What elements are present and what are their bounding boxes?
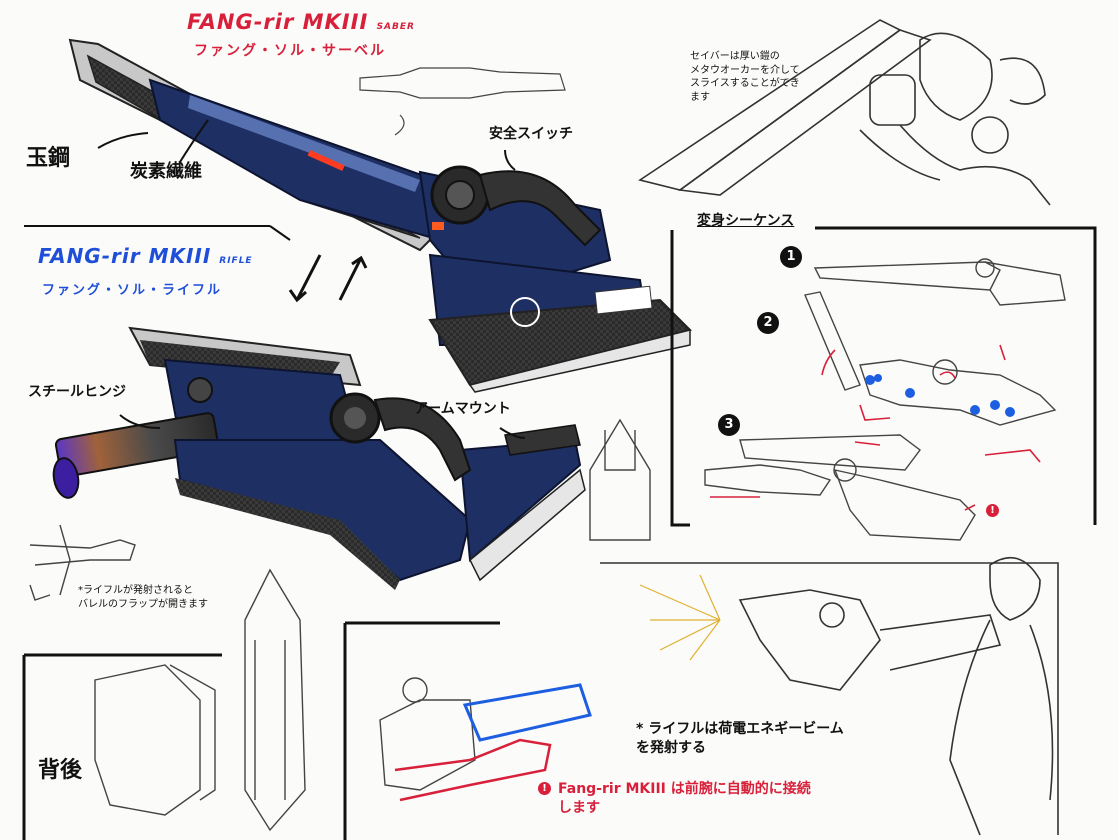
saber-subtitle: ファング・ソル・サーベル: [194, 43, 386, 59]
saber-title-tag: SABER: [376, 22, 415, 32]
rifle-front-sketch: [589, 418, 651, 541]
saber-render: [68, 38, 692, 393]
arm-connect-frame: [343, 621, 500, 840]
safety-switch-label: 安全スイッチ: [489, 126, 573, 142]
rifle-title-tag: RIFLE: [219, 256, 253, 266]
transform-warning-icon: !: [986, 504, 999, 517]
rifle-subtitle: ファング・ソル・ライフル: [42, 283, 223, 298]
label-arrows: [24, 119, 526, 439]
saber-note: セイバーは厚い鎧の メタウオーカーを介して スライスすることができ ます: [690, 51, 800, 103]
muzzle-flash: [639, 574, 721, 661]
tamahagane-label: 玉鋼: [26, 146, 71, 171]
step-2-badge: 2: [757, 312, 779, 334]
transform-frame: [670, 226, 1097, 527]
arm-connect-sketch: [379, 677, 476, 791]
back-view-label: 背後: [38, 758, 83, 783]
rifle-character-sketch: [600, 556, 1059, 836]
transform-sequence-title: 変身シーケンス: [697, 213, 795, 229]
auto-connect-note: Fang-rir MKIII は前腕に自動的に接続 します: [558, 781, 811, 816]
rifle-render: [52, 326, 586, 590]
steel-hinge-label: スチールヒンジ: [28, 384, 126, 400]
rifle-flap-note: *ライフルが発射されると バレルのフラップが開きます: [78, 585, 208, 610]
forearm-blue-outline: [462, 683, 592, 742]
transform-sketches: [704, 258, 1066, 541]
barrel-flap-sketch: [29, 524, 136, 601]
mount-red-outline: [394, 738, 552, 802]
motion-arrows: [710, 344, 1041, 511]
saber-character-sketch: [638, 19, 1051, 206]
hilt-sketch: [359, 67, 566, 136]
back-view-frame: [22, 653, 222, 840]
back-view-sketches: [94, 568, 306, 832]
transform-arrows: [288, 254, 368, 303]
step-1-badge: 1: [780, 246, 802, 268]
rifle-beam-note: * ライフルは荷電エネギービーム を発射する: [636, 721, 844, 756]
carbon-fiber-label: 炭素繊維: [130, 161, 202, 182]
arm-mount-label: アームマウント: [414, 401, 511, 417]
step-3-badge: 3: [718, 414, 740, 436]
connect-warning-icon: !: [538, 782, 551, 795]
joint-highlights: [865, 374, 1015, 417]
rifle-title: FANG-rir MKIII RIFLE: [38, 244, 253, 268]
saber-title: FANG-rir MKIII SABER: [187, 10, 415, 34]
